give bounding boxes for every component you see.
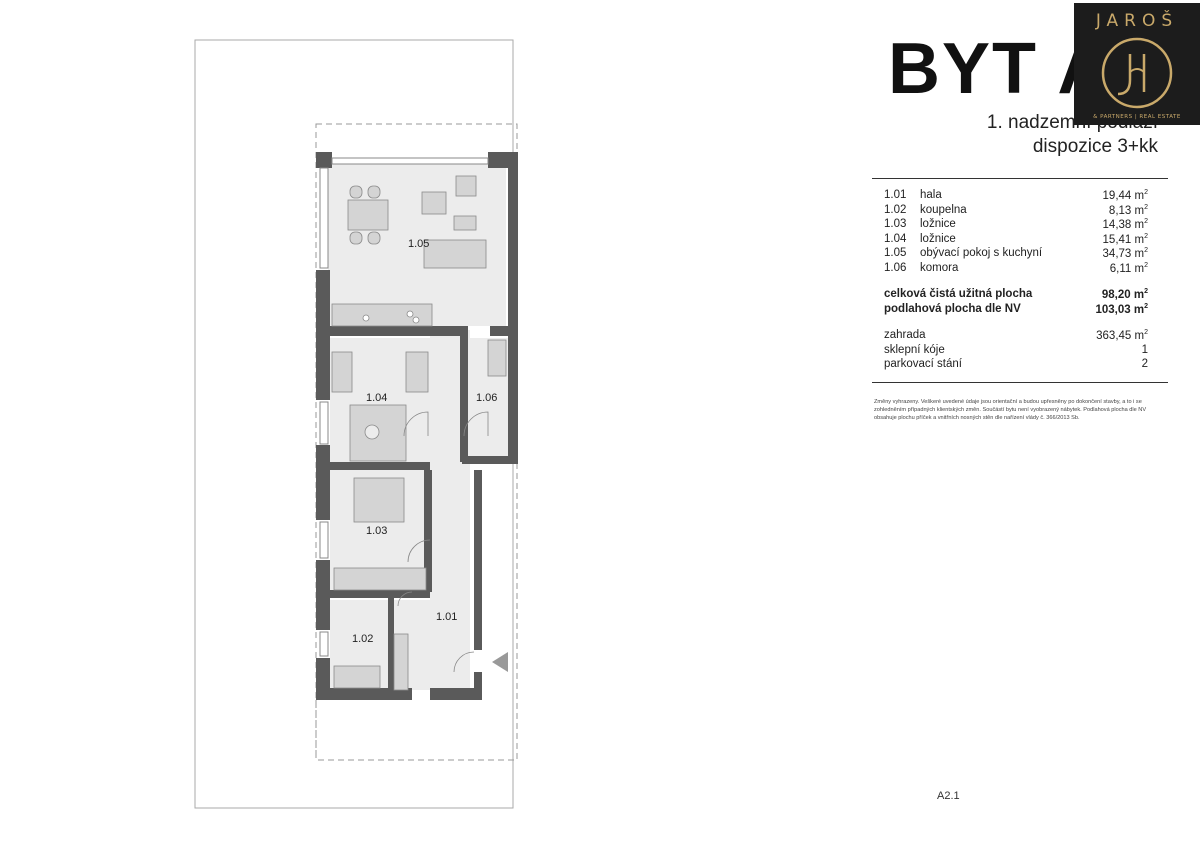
row-value: 6,11 m2 <box>1109 261 1148 275</box>
row-label: obývací pokoj s kuchyní <box>920 247 1043 259</box>
disclaimer-text: Změny vyhrazeny. Veškeré uvedené údaje j… <box>874 399 1147 421</box>
row-label: komora <box>920 261 959 274</box>
row-label: sklepní kóje <box>884 343 945 356</box>
terrace-outline <box>315 123 518 761</box>
logo-emblem-icon <box>1101 37 1173 109</box>
room-code: 1.03 <box>884 218 907 230</box>
row-value: 19,44 m2 <box>1102 189 1148 202</box>
logo: JAROŠ & PARTNERS | REAL ESTATE <box>1074 3 1200 125</box>
room-code: 1.02 <box>884 203 907 216</box>
room-label-101: 1.01 <box>436 611 457 623</box>
entrance-arrow <box>492 652 508 672</box>
room-code: 1.05 <box>884 247 907 259</box>
room-code: 1.04 <box>884 232 907 245</box>
logo-name: JAROŠ <box>1095 11 1179 31</box>
row-value: 363,45 m2 <box>1096 329 1148 342</box>
row-label: celková čistá užitná plocha <box>884 288 1033 300</box>
layout-label: dispozice 3+kk <box>1032 136 1158 157</box>
row-label: zahrada <box>884 329 926 341</box>
door-swings <box>397 411 489 673</box>
page-title: BYT A <box>888 29 1112 109</box>
room-table: 1.01 hala 19,44 m2 1.02 koupelna 8,13 m2 1.03 l… <box>872 178 1168 383</box>
row-label: podlahová plocha dle NV <box>884 302 1021 315</box>
row-label: koupelna <box>920 203 967 216</box>
row-value: 103,03 m2 <box>1095 302 1148 316</box>
room-label-102: 1.02 <box>352 633 373 645</box>
room-label-106: 1.06 <box>476 392 497 404</box>
room-code: 1.01 <box>884 189 907 201</box>
row-label: ložnice <box>920 218 956 230</box>
row-label: ložnice <box>920 232 956 245</box>
walls <box>316 152 518 700</box>
row-label: hala <box>920 189 942 201</box>
floor-plan: 1.05 1.04 1.06 1.03 1.02 1.01 S <box>194 39 518 809</box>
row-label: parkovací stání <box>884 358 962 370</box>
row-value: 15,41 m2 <box>1102 232 1148 246</box>
row-value: 2 <box>1141 358 1148 370</box>
keymap-label: A2.1 <box>937 790 960 802</box>
row-value: 1 <box>1141 343 1148 356</box>
room-label-103: 1.03 <box>366 525 387 537</box>
row-value: 8,13 m2 <box>1108 203 1148 217</box>
room-label-105: 1.05 <box>408 238 429 250</box>
row-value: 14,38 m2 <box>1102 218 1148 231</box>
row-value: 34,73 m2 <box>1102 247 1148 260</box>
furniture <box>331 175 507 691</box>
row-value: 98,20 m2 <box>1101 288 1148 301</box>
windows <box>319 157 489 657</box>
logo-tagline: & PARTNERS | REAL ESTATE <box>1093 114 1181 120</box>
room-label-104: 1.04 <box>366 392 387 404</box>
room-code: 1.06 <box>884 261 907 274</box>
